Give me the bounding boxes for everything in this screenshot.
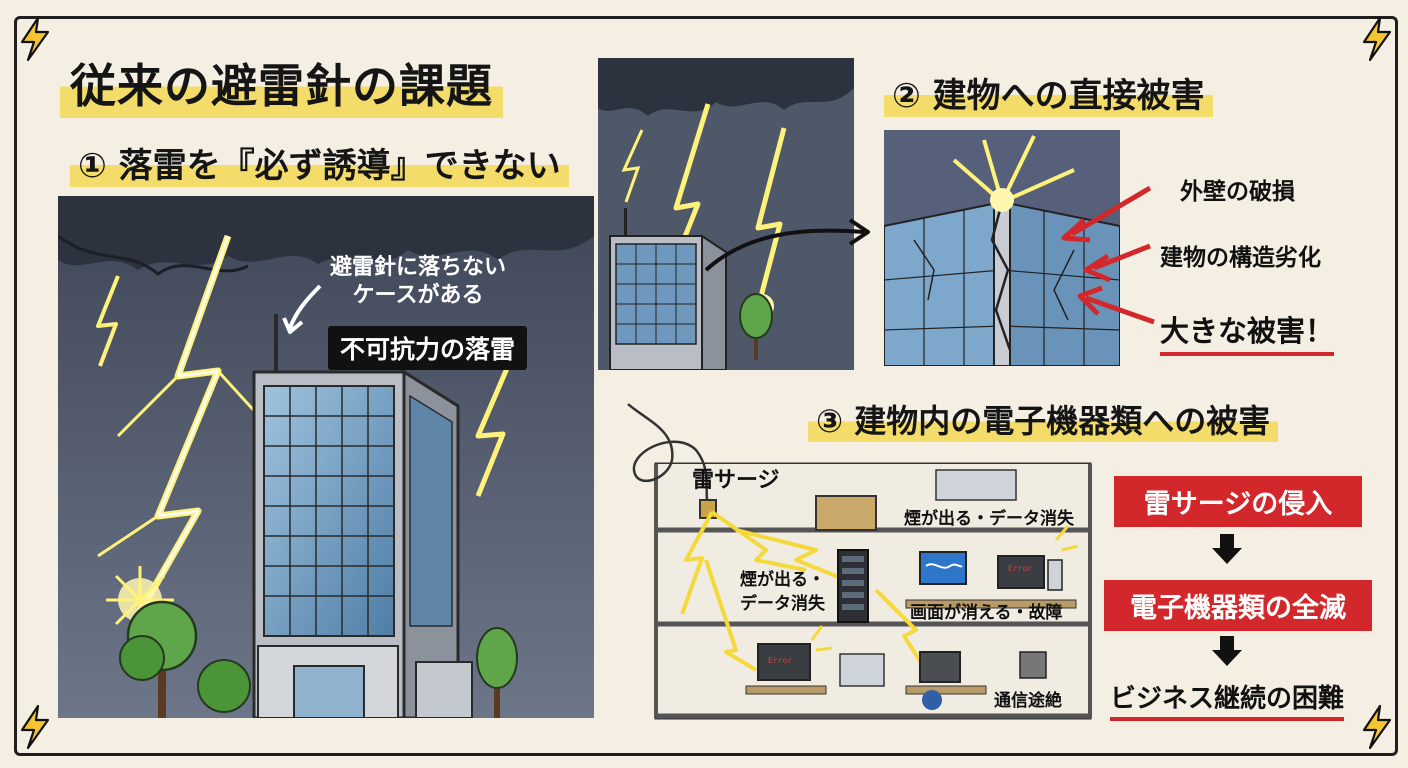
surge-label: 雷サージ <box>692 468 780 493</box>
monitor-error-text: Error <box>768 656 793 665</box>
section3-heading: ③ 建物内の電子機器類への被害 <box>808 396 1279 442</box>
annotation-smoke-top: 煙が出る・データ消失 <box>904 509 1074 529</box>
down-arrow-icon <box>1212 636 1242 666</box>
section2-heading: ② 建物への直接被害 <box>884 68 1213 117</box>
flow-step-2: 電子機器類の全滅 <box>1104 580 1372 631</box>
curved-arrow-icon <box>704 218 870 272</box>
page-frame <box>14 16 1398 756</box>
lightning-bolt-icon <box>20 704 50 750</box>
small-storm-illustration <box>598 58 854 370</box>
lightning-bolt-icon <box>1362 16 1392 62</box>
down-arrow-icon <box>1212 534 1242 564</box>
storm-scene-illustration <box>58 196 594 718</box>
force-majeure-badge: 不可抗力の落雷 <box>328 326 528 370</box>
building-interior-illustration <box>627 403 1092 720</box>
damage-label-2: 建物の構造劣化 <box>1160 245 1321 271</box>
lightning-bolt-icon <box>1362 704 1392 750</box>
flow-step-3: ビジネス継続の困難 <box>1110 678 1345 721</box>
annotation-comm-loss: 通信途絶 <box>994 691 1062 711</box>
lightning-bolt-icon <box>20 16 50 62</box>
annotation-screen-fail: 画面が消える・故障 <box>910 603 1063 623</box>
red-arrows-icon <box>1061 185 1155 325</box>
damage-label-1: 外壁の破損 <box>1180 179 1295 205</box>
monitor-error-text: Error <box>1008 564 1033 573</box>
rod-miss-callout: 避雷針に落ちない ケースがある <box>330 255 507 308</box>
flow-step-1: 雷サージの侵入 <box>1114 476 1362 527</box>
section1-heading: ① 落雷を『必ず誘導』できない <box>70 138 569 187</box>
damaged-wall-illustration <box>884 130 1120 366</box>
annotation-smoke-mid: 煙が出る・ データ消失 <box>740 570 825 614</box>
main-title: 従来の避雷針の課題 <box>60 48 503 118</box>
damage-label-3: 大きな被害！ <box>1160 308 1335 356</box>
